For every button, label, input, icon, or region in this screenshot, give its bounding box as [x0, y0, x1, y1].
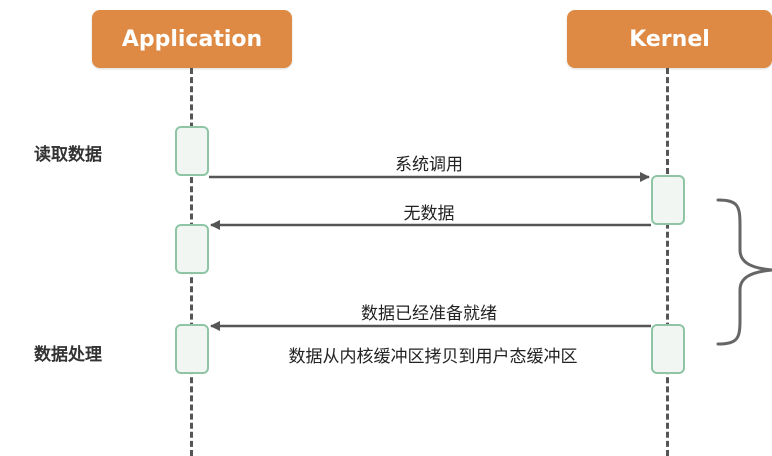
msg-system-call: 系统调用 [395, 155, 463, 175]
activation-app-nodata [175, 224, 209, 274]
msg-copy-data: 数据从内核缓冲区拷贝到用户态缓冲区 [288, 347, 578, 367]
activation-kernel-ready [651, 324, 685, 374]
msg-data-ready: 数据已经准备就绪 [361, 304, 497, 324]
actor-application: Application [92, 10, 292, 68]
lifeline-kernel [666, 68, 669, 456]
side-label-process-data: 数据处理 [34, 345, 102, 365]
side-label-read-data: 读取数据 [34, 145, 102, 165]
actor-application-label: Application [121, 26, 263, 52]
wait-brace [716, 198, 772, 346]
activation-kernel-syscall [651, 175, 685, 225]
actor-kernel-label: Kernel [629, 26, 710, 52]
activation-app-process [175, 324, 209, 374]
activation-app-read [175, 126, 209, 176]
actor-kernel: Kernel [567, 10, 772, 68]
msg-no-data: 无数据 [403, 204, 455, 224]
